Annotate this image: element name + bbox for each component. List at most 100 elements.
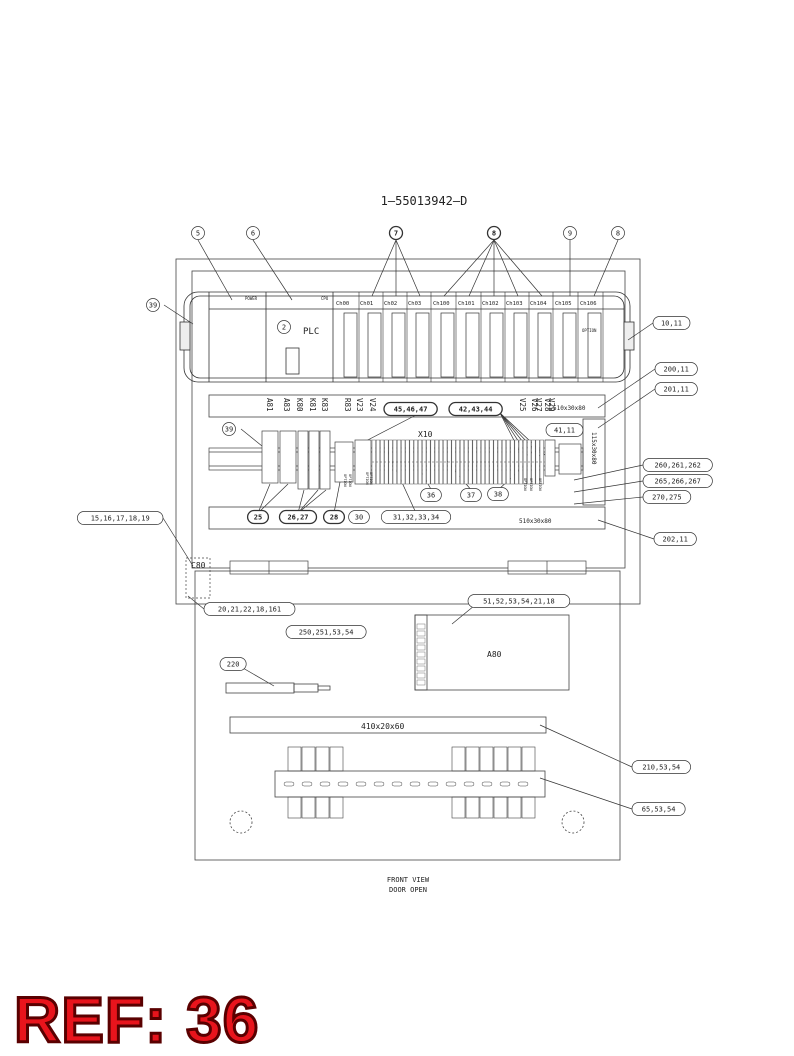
door-terminal-top — [479, 746, 494, 772]
callout-box — [219, 657, 247, 671]
plc-label: PLC — [303, 327, 319, 337]
callout-box — [278, 509, 318, 525]
plc-slot-module — [415, 312, 430, 378]
plc-slot-module — [465, 312, 480, 378]
callout-text: 210,53,54 — [642, 764, 680, 772]
rail-slot — [409, 781, 421, 787]
plc-slot-module — [343, 312, 358, 378]
leader-lines — [162, 239, 656, 810]
vertical-label: V25 — [518, 398, 527, 412]
view-title-line-2: DOOR OPEN — [389, 886, 427, 894]
door — [194, 570, 621, 861]
callout-box — [420, 488, 442, 502]
callout-box — [448, 401, 503, 417]
callout-text: 51,52,53,54,21,18 — [483, 598, 555, 606]
rail-slot — [355, 781, 367, 787]
terminal-block-x10 — [371, 439, 545, 485]
plc-slot-label: Ch105 — [555, 301, 572, 307]
door-terminal-bottom — [315, 796, 330, 819]
a80-terminal — [416, 679, 426, 686]
a80-terminal — [416, 665, 426, 672]
balloon-number: 9 — [568, 230, 572, 238]
balloon — [277, 320, 291, 334]
balloon — [191, 226, 205, 240]
callout-text: 200,11 — [664, 366, 689, 374]
callout-box — [380, 510, 452, 524]
option-small-label: OPTION — [538, 478, 542, 491]
plc-slot-label: Ch102 — [482, 301, 499, 307]
callout-box — [348, 510, 370, 524]
callout-text: 265,266,267 — [655, 478, 701, 486]
option-small-label: OPTION — [523, 478, 527, 491]
callout-box — [322, 509, 346, 525]
plc-slot-label: Ch03 — [408, 301, 421, 307]
callout-box — [460, 488, 482, 502]
door-terminal-top — [287, 746, 302, 772]
rail-slot — [481, 781, 493, 787]
callout-box — [653, 532, 697, 546]
balloon — [611, 226, 625, 240]
vertical-label: K80 — [295, 398, 304, 412]
door-terminal-top — [493, 746, 508, 772]
callout-text: 20,21,22,18,161 — [218, 606, 281, 614]
balloon-number: 39 — [149, 302, 157, 310]
a80-label: A80 — [487, 650, 502, 659]
callout-text: 41,11 — [554, 427, 575, 435]
door-terminal-top — [465, 746, 480, 772]
rail-slot — [319, 781, 331, 787]
option-small-label: OPTION — [343, 474, 347, 487]
plc-slot-label: Ch104 — [530, 301, 547, 307]
hinges — [185, 557, 587, 599]
callout-text: 38 — [494, 491, 502, 499]
vertical-label: V29 — [547, 398, 556, 412]
callout-box — [654, 382, 698, 396]
callout-box — [654, 362, 698, 376]
rail-slot — [517, 781, 529, 787]
option-label: OPTION — [582, 328, 597, 333]
plc-slot-module — [537, 312, 552, 378]
plc-slot-module — [562, 312, 577, 378]
callout-text: 250,251,53,54 — [299, 629, 354, 637]
rail-slot — [283, 781, 295, 787]
vertical-label: K81 — [308, 398, 317, 412]
balloon-number: 2 — [282, 324, 286, 332]
option-small-label: OPTION — [369, 472, 373, 485]
vertical-label: V28 — [543, 398, 552, 412]
callout-box — [203, 602, 296, 616]
plc-slot-label: Ch00 — [336, 301, 349, 307]
enclosure — [175, 258, 641, 605]
a80-terminal — [416, 637, 426, 644]
callout-text: 260,261,262 — [655, 462, 701, 470]
drawing-number: 1—55013942—D — [381, 194, 468, 208]
a80-terminal — [416, 644, 426, 651]
plc-slot-label: Ch103 — [506, 301, 523, 307]
callout-box — [77, 511, 164, 525]
callout-text: 10,11 — [661, 320, 682, 328]
option-small-label: OPTION — [529, 478, 533, 491]
option-small-label: OPTION — [365, 472, 369, 485]
rail-slot — [499, 781, 511, 787]
callout-text: 45,46,47 — [394, 406, 428, 414]
door-terminal-top — [451, 746, 466, 772]
plc-slot-module — [391, 312, 406, 378]
callout-text: 201,11 — [664, 386, 689, 394]
plc-slot-module — [367, 312, 382, 378]
rail-slot — [373, 781, 385, 787]
door-terminal-bottom — [479, 796, 494, 819]
balloon-number: 7 — [394, 230, 398, 238]
balloon-number: 6 — [251, 230, 255, 238]
balloon — [222, 422, 236, 436]
callout-text: 37 — [467, 492, 475, 500]
balloon — [563, 226, 577, 240]
balloon-number: 5 — [196, 230, 200, 238]
duct-label-door: 410x20x60 — [361, 722, 405, 731]
callout-text: 30 — [355, 514, 363, 522]
plc-slot-module — [587, 312, 602, 378]
balloon — [388, 225, 404, 241]
balloon — [246, 226, 260, 240]
plc-slot-label: Ch02 — [384, 301, 397, 307]
door-terminal-bottom — [521, 796, 536, 819]
